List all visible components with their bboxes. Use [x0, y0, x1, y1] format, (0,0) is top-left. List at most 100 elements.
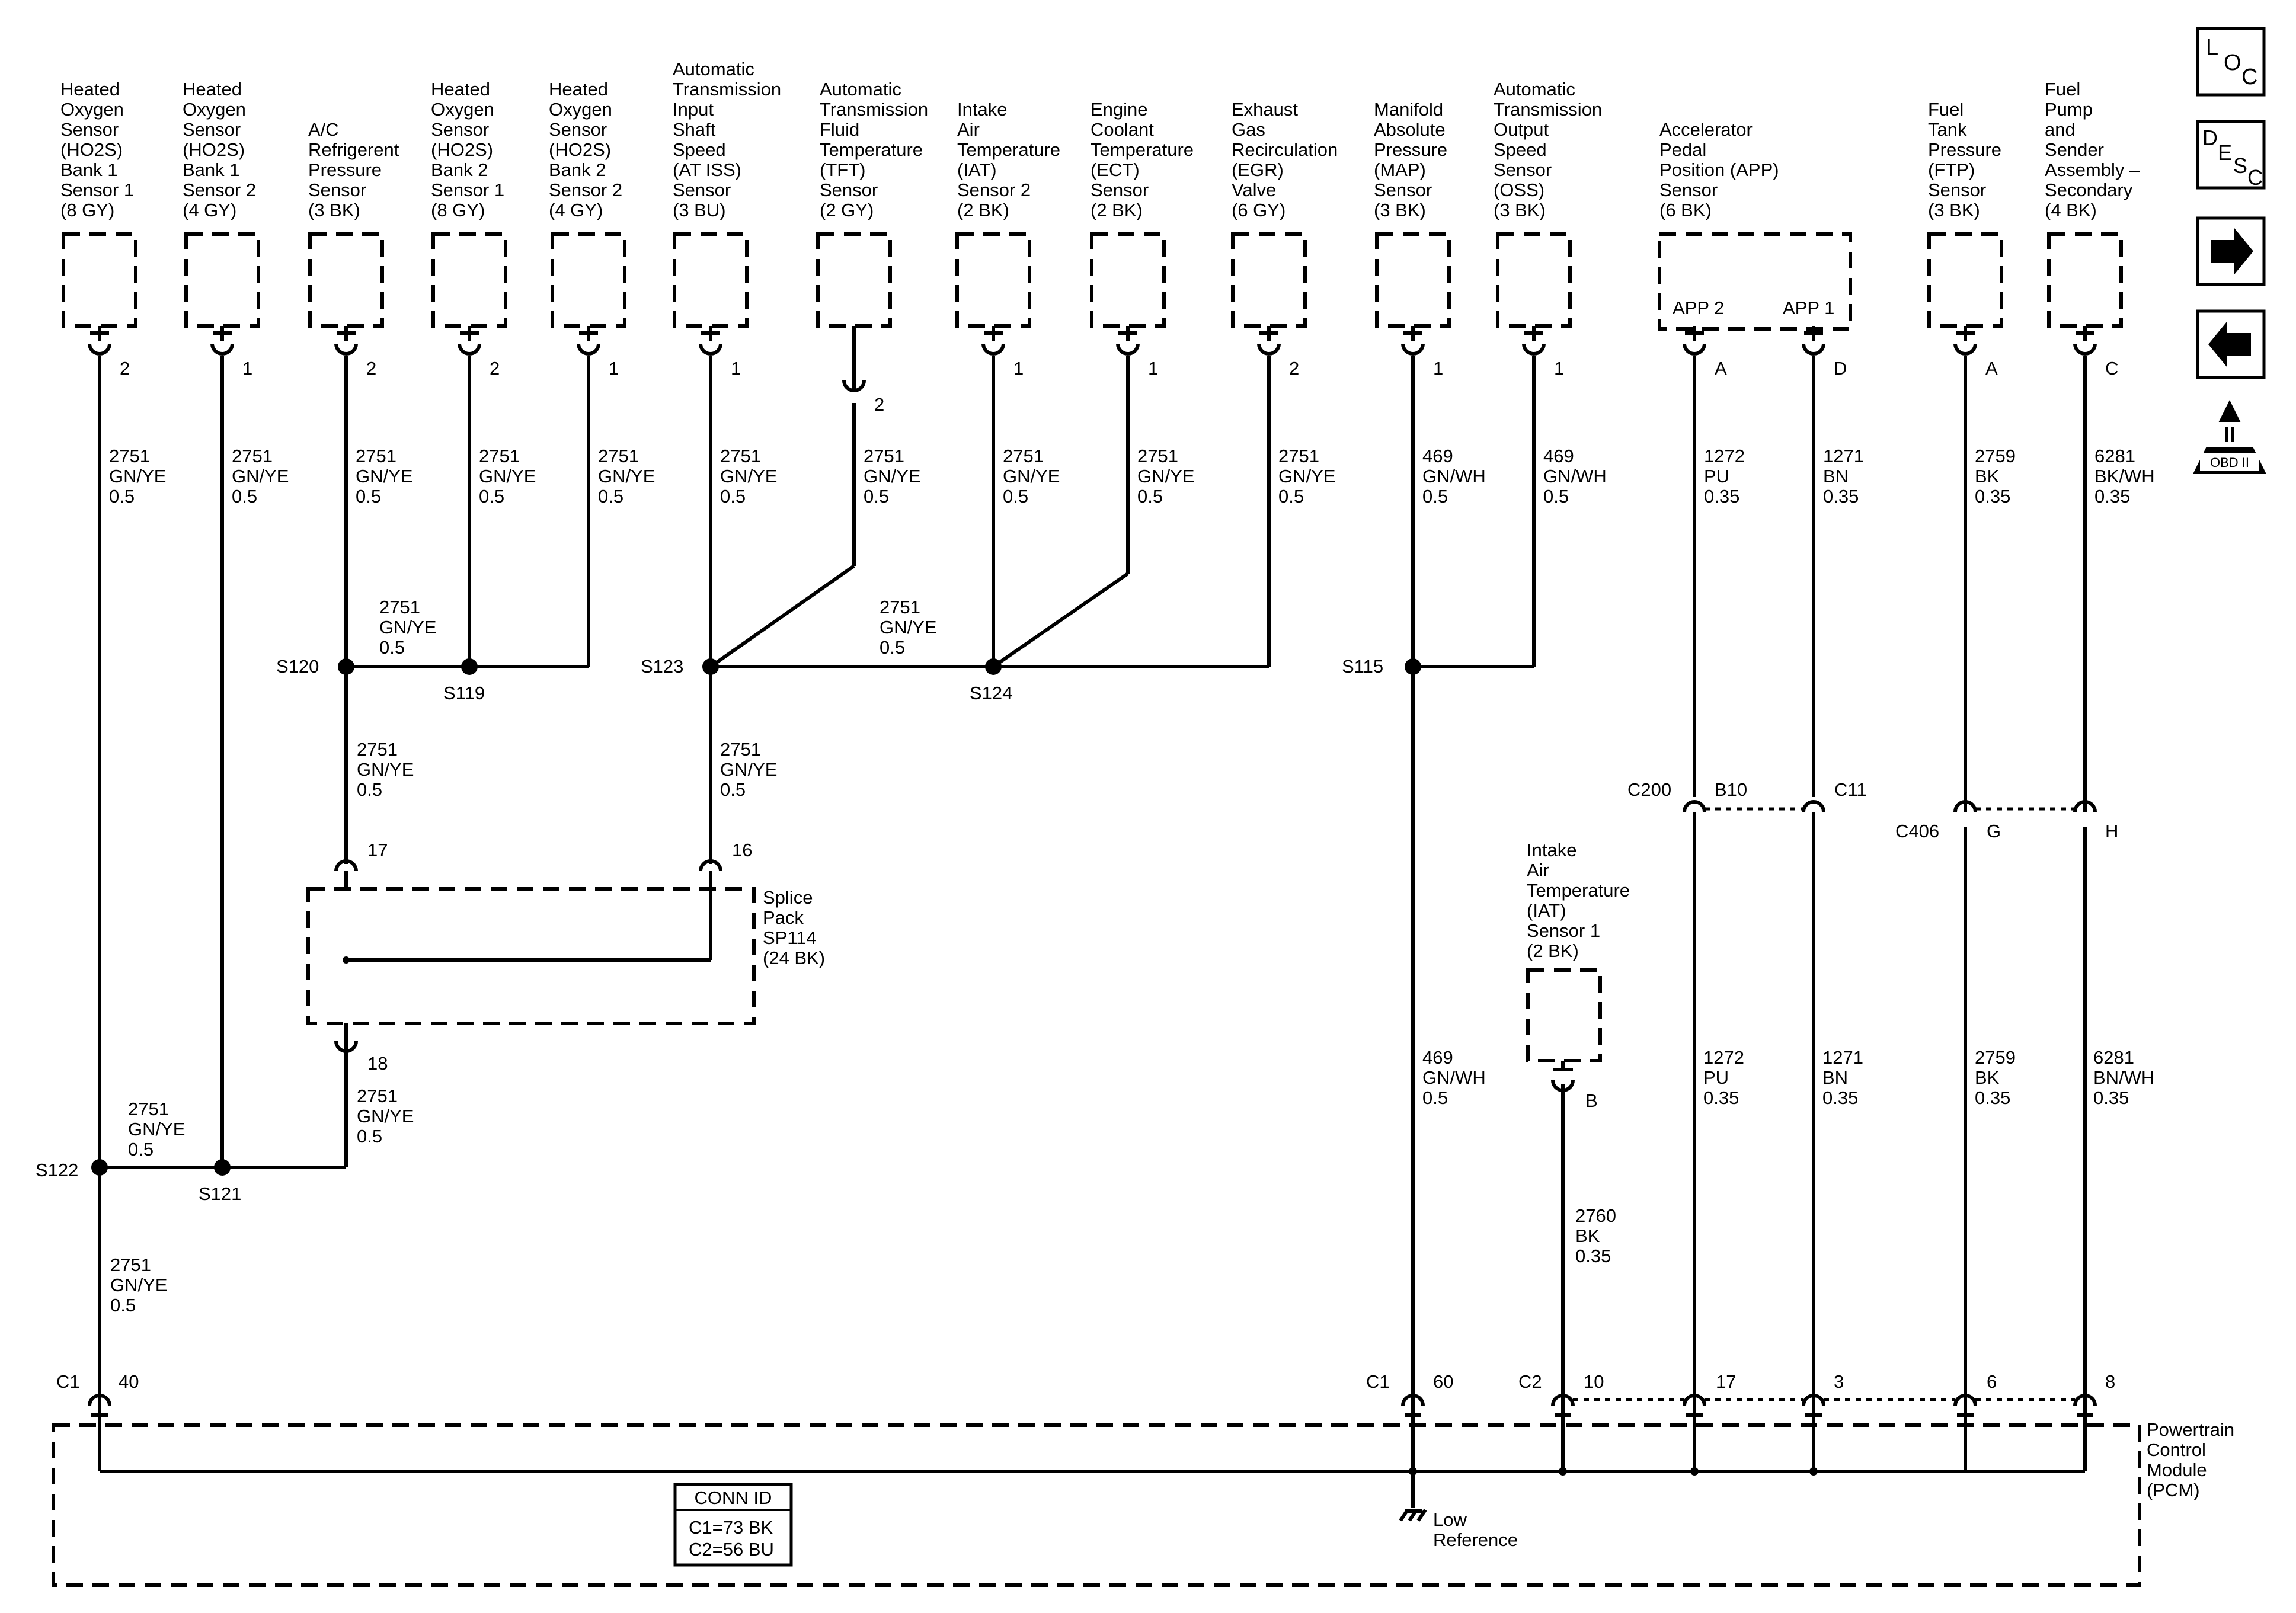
- s124-label: S124: [970, 683, 1012, 703]
- sensor-label-ect: Engine: [1091, 99, 1148, 120]
- svg-text:GN/YE: GN/YE: [110, 1275, 167, 1295]
- pin-ho2s22: 1: [609, 358, 619, 379]
- svg-text:SP114: SP114: [763, 927, 817, 948]
- wire-label-tft: 0.5: [864, 486, 889, 507]
- sensor-label-egr: (6 GY): [1232, 200, 1285, 220]
- svg-text:BN: BN: [1822, 1067, 1848, 1088]
- sensor-box-fpsa: [2047, 232, 2123, 328]
- svg-text:0.35: 0.35: [1703, 1087, 1739, 1108]
- wire-label-app: PU: [1704, 466, 1729, 487]
- pcm-pin-40: 40: [119, 1371, 139, 1392]
- previous-arrow-icon[interactable]: [2196, 309, 2266, 379]
- pcm-terminal: [2073, 1394, 2097, 1406]
- svg-text:D: D: [2202, 126, 2218, 150]
- sensor-label-ho2s11: (HO2S): [60, 139, 123, 160]
- pcm-c2: C2: [1518, 1371, 1542, 1392]
- sensor-label-ho2s11: Sensor: [60, 119, 119, 140]
- pcm-pin-6: 6: [1987, 1371, 1997, 1392]
- svg-text:0.5: 0.5: [357, 1126, 382, 1147]
- sensor-label-tft: Fluid: [820, 119, 859, 140]
- sensor-label-map: Pressure: [1374, 139, 1447, 160]
- svg-text:OBD II: OBD II: [2210, 455, 2249, 470]
- sensor-label-ho2s21: Sensor 1: [431, 180, 504, 200]
- wire-label-app: 0.35: [1704, 486, 1739, 507]
- sensor-label-ftp: Fuel: [1928, 99, 1964, 120]
- wire-label-oss: 469: [1543, 446, 1574, 466]
- wire-s122-down: 2751 GN/YE 0.5: [110, 1254, 167, 1316]
- sensor-box-ho2s12: [184, 232, 260, 328]
- sensor-label-atiss: (3 BU): [673, 200, 726, 220]
- wire-label-ftp: 0.35: [1975, 486, 2010, 507]
- next-arrow-icon[interactable]: [2196, 216, 2266, 286]
- description-icon[interactable]: D E S C: [2196, 120, 2266, 190]
- sensor-label-atiss: Speed: [673, 139, 726, 160]
- wire-label-app: 1272: [1704, 446, 1745, 466]
- sensor-label-ho2s11: Oxygen: [60, 99, 124, 120]
- sensor-label-acrp: Sensor: [308, 180, 366, 200]
- sensor-label-ho2s22: Sensor 2: [549, 180, 622, 200]
- wire-label-acrp: 2751: [356, 446, 396, 466]
- pin-map: 1: [1433, 358, 1443, 379]
- wire-label-ho2s21: GN/YE: [479, 466, 536, 487]
- sensor-label-ho2s11: Bank 1: [60, 159, 118, 180]
- sensor-box-ho2s22: [551, 232, 626, 328]
- sensor-label-ftp: Pressure: [1928, 139, 2001, 160]
- app-pin-D: D: [1834, 358, 1847, 379]
- svg-text:CONN ID: CONN ID: [695, 1487, 772, 1508]
- sensor-label-iat2: (IAT): [957, 159, 997, 180]
- sp-pin-16: 16: [732, 840, 752, 860]
- pin-egr: 2: [1289, 358, 1299, 379]
- wire-label-iat2: 2751: [1003, 446, 1044, 466]
- wire-label-atiss: 2751: [720, 446, 761, 466]
- sensor-label-acrp: Pressure: [308, 159, 382, 180]
- sensor-label-fpsa: Assembly –: [2045, 159, 2140, 180]
- wire-label-ho2s11: GN/YE: [109, 466, 166, 487]
- svg-text:2751: 2751: [357, 739, 398, 760]
- splice-s115: [1405, 658, 1421, 675]
- sensor-label-ho2s12: (4 GY): [183, 200, 236, 220]
- sensor-label-oss: Sensor: [1494, 159, 1552, 180]
- wire-label-atiss: 0.5: [720, 486, 746, 507]
- wire-label-ho2s22: GN/YE: [598, 466, 655, 487]
- svg-text:Intake: Intake: [1527, 840, 1576, 860]
- wire-label-ect: GN/YE: [1137, 466, 1194, 487]
- sensor-label-fpsa: (4 BK): [2045, 200, 2097, 220]
- wire-label-tft: 2751: [864, 446, 904, 466]
- obd-ii-icon[interactable]: II OBD II: [2193, 400, 2266, 474]
- nav-icons[interactable]: L O C D E S C II OBD II: [2193, 27, 2266, 474]
- sensor-label-app: Pedal: [1659, 139, 1706, 160]
- wire-label-atiss: GN/YE: [720, 466, 777, 487]
- wire-label-egr: 2751: [1278, 446, 1319, 466]
- svg-text:Module: Module: [2147, 1460, 2207, 1480]
- conn-id-table: CONN ID C1=73 BK C2=56 BU: [673, 1483, 793, 1567]
- splice-s123: [702, 658, 719, 675]
- location-icon[interactable]: L O C: [2196, 27, 2266, 97]
- svg-text:Low: Low: [1433, 1509, 1467, 1530]
- wire-label-egr: GN/YE: [1278, 466, 1335, 487]
- svg-text:BN/WH: BN/WH: [2093, 1067, 2154, 1088]
- sensor-label-iat2: Temperature: [957, 139, 1060, 160]
- sensor-label-acrp: (3 BK): [308, 200, 360, 220]
- sensor-label-map: Manifold: [1374, 99, 1443, 120]
- sensor-label-atiss: Transmission: [673, 79, 781, 100]
- sensor-label-atiss: Input: [673, 99, 714, 120]
- svg-text:(IAT): (IAT): [1527, 900, 1566, 921]
- mid-wire-labels: 2751 GN/YE 0.5 2751 GN/YE 0.5 2751 GN/YE…: [110, 597, 2154, 1316]
- wire-s120-s119: 2751 GN/YE 0.5: [379, 597, 436, 658]
- wire-label-map: GN/WH: [1422, 466, 1486, 487]
- wire-label-fpsa: BK/WH: [2094, 466, 2155, 487]
- sensor-label-oss: (OSS): [1494, 180, 1544, 200]
- pcm-c1-right: C1: [1366, 1371, 1390, 1392]
- svg-text:BK: BK: [1575, 1225, 1600, 1246]
- sensor-box-tft: [816, 232, 892, 328]
- sensor-box-acrp: [308, 232, 384, 328]
- sensor-label-oss: Automatic: [1494, 79, 1575, 100]
- sensor-label-ho2s22: Bank 2: [549, 159, 606, 180]
- c200-pin-c11: C11: [1834, 779, 1867, 800]
- sensor-label-tft: Sensor: [820, 180, 878, 200]
- svg-text:2751: 2751: [128, 1099, 169, 1119]
- svg-text:O: O: [2224, 50, 2241, 75]
- wire-label-ho2s21: 2751: [479, 446, 520, 466]
